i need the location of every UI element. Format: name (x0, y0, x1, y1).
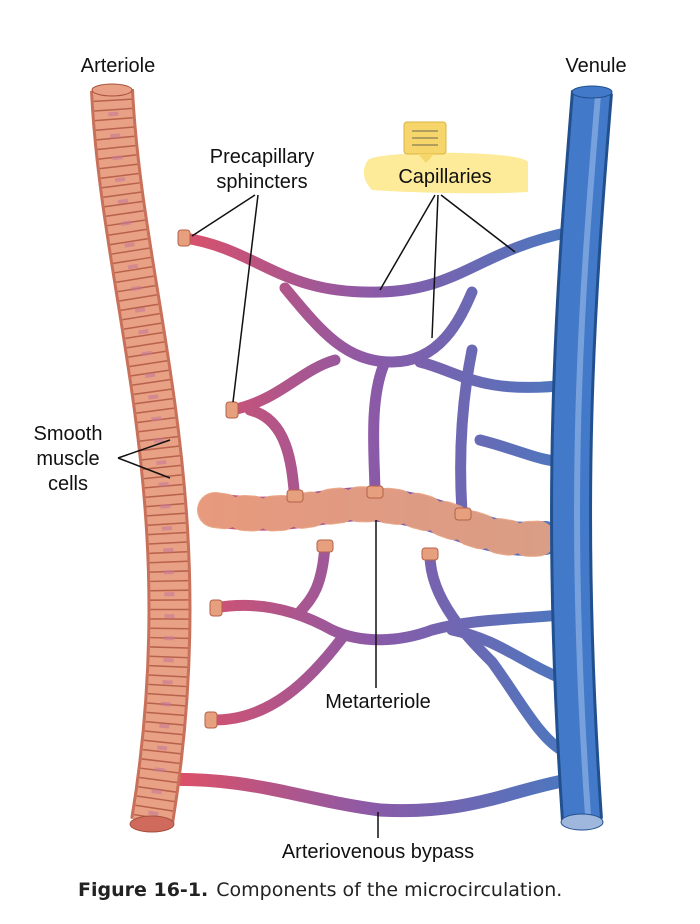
arteriovenous-bypass (145, 772, 575, 818)
label-metarteriole: Metarteriole (325, 691, 431, 713)
venule (549, 85, 613, 831)
figure-caption: Figure 16-1. Components of the microcircu… (78, 879, 562, 901)
metarteriole (197, 486, 563, 557)
label-venule: Venule (565, 55, 626, 77)
note-icon[interactable] (403, 121, 447, 163)
capillaries-highlight (363, 152, 528, 194)
capillary (424, 549, 571, 758)
label-bypass: Arteriovenous bypass (282, 841, 474, 863)
label-arteriole: Arteriole (81, 55, 155, 77)
label-smooth-2: muscle (36, 448, 99, 470)
capillary (294, 539, 331, 618)
capillary (226, 354, 341, 416)
capillary (414, 356, 574, 393)
capillary-network (145, 226, 576, 818)
label-precapillary-2: sphincters (216, 171, 307, 193)
figure-number: Figure 16-1. (78, 879, 208, 901)
capillary (179, 226, 576, 298)
capillary (244, 404, 301, 506)
capillary (209, 632, 348, 726)
capillary (368, 356, 391, 501)
capillary (455, 344, 478, 518)
precapillary-sphincters (177, 229, 472, 729)
figure-caption-text: Components of the microcirculation. (216, 879, 562, 901)
pointer-lines (117, 194, 516, 838)
label-smooth-1: Smooth (34, 423, 103, 445)
capillary (279, 282, 478, 368)
capillary (446, 624, 571, 686)
arteriole (90, 83, 192, 833)
label-capillaries: Capillaries (398, 166, 491, 188)
label-precapillary-1: Precapillary (210, 146, 314, 168)
label-smooth-3: cells (48, 473, 88, 495)
capillary (209, 600, 568, 646)
